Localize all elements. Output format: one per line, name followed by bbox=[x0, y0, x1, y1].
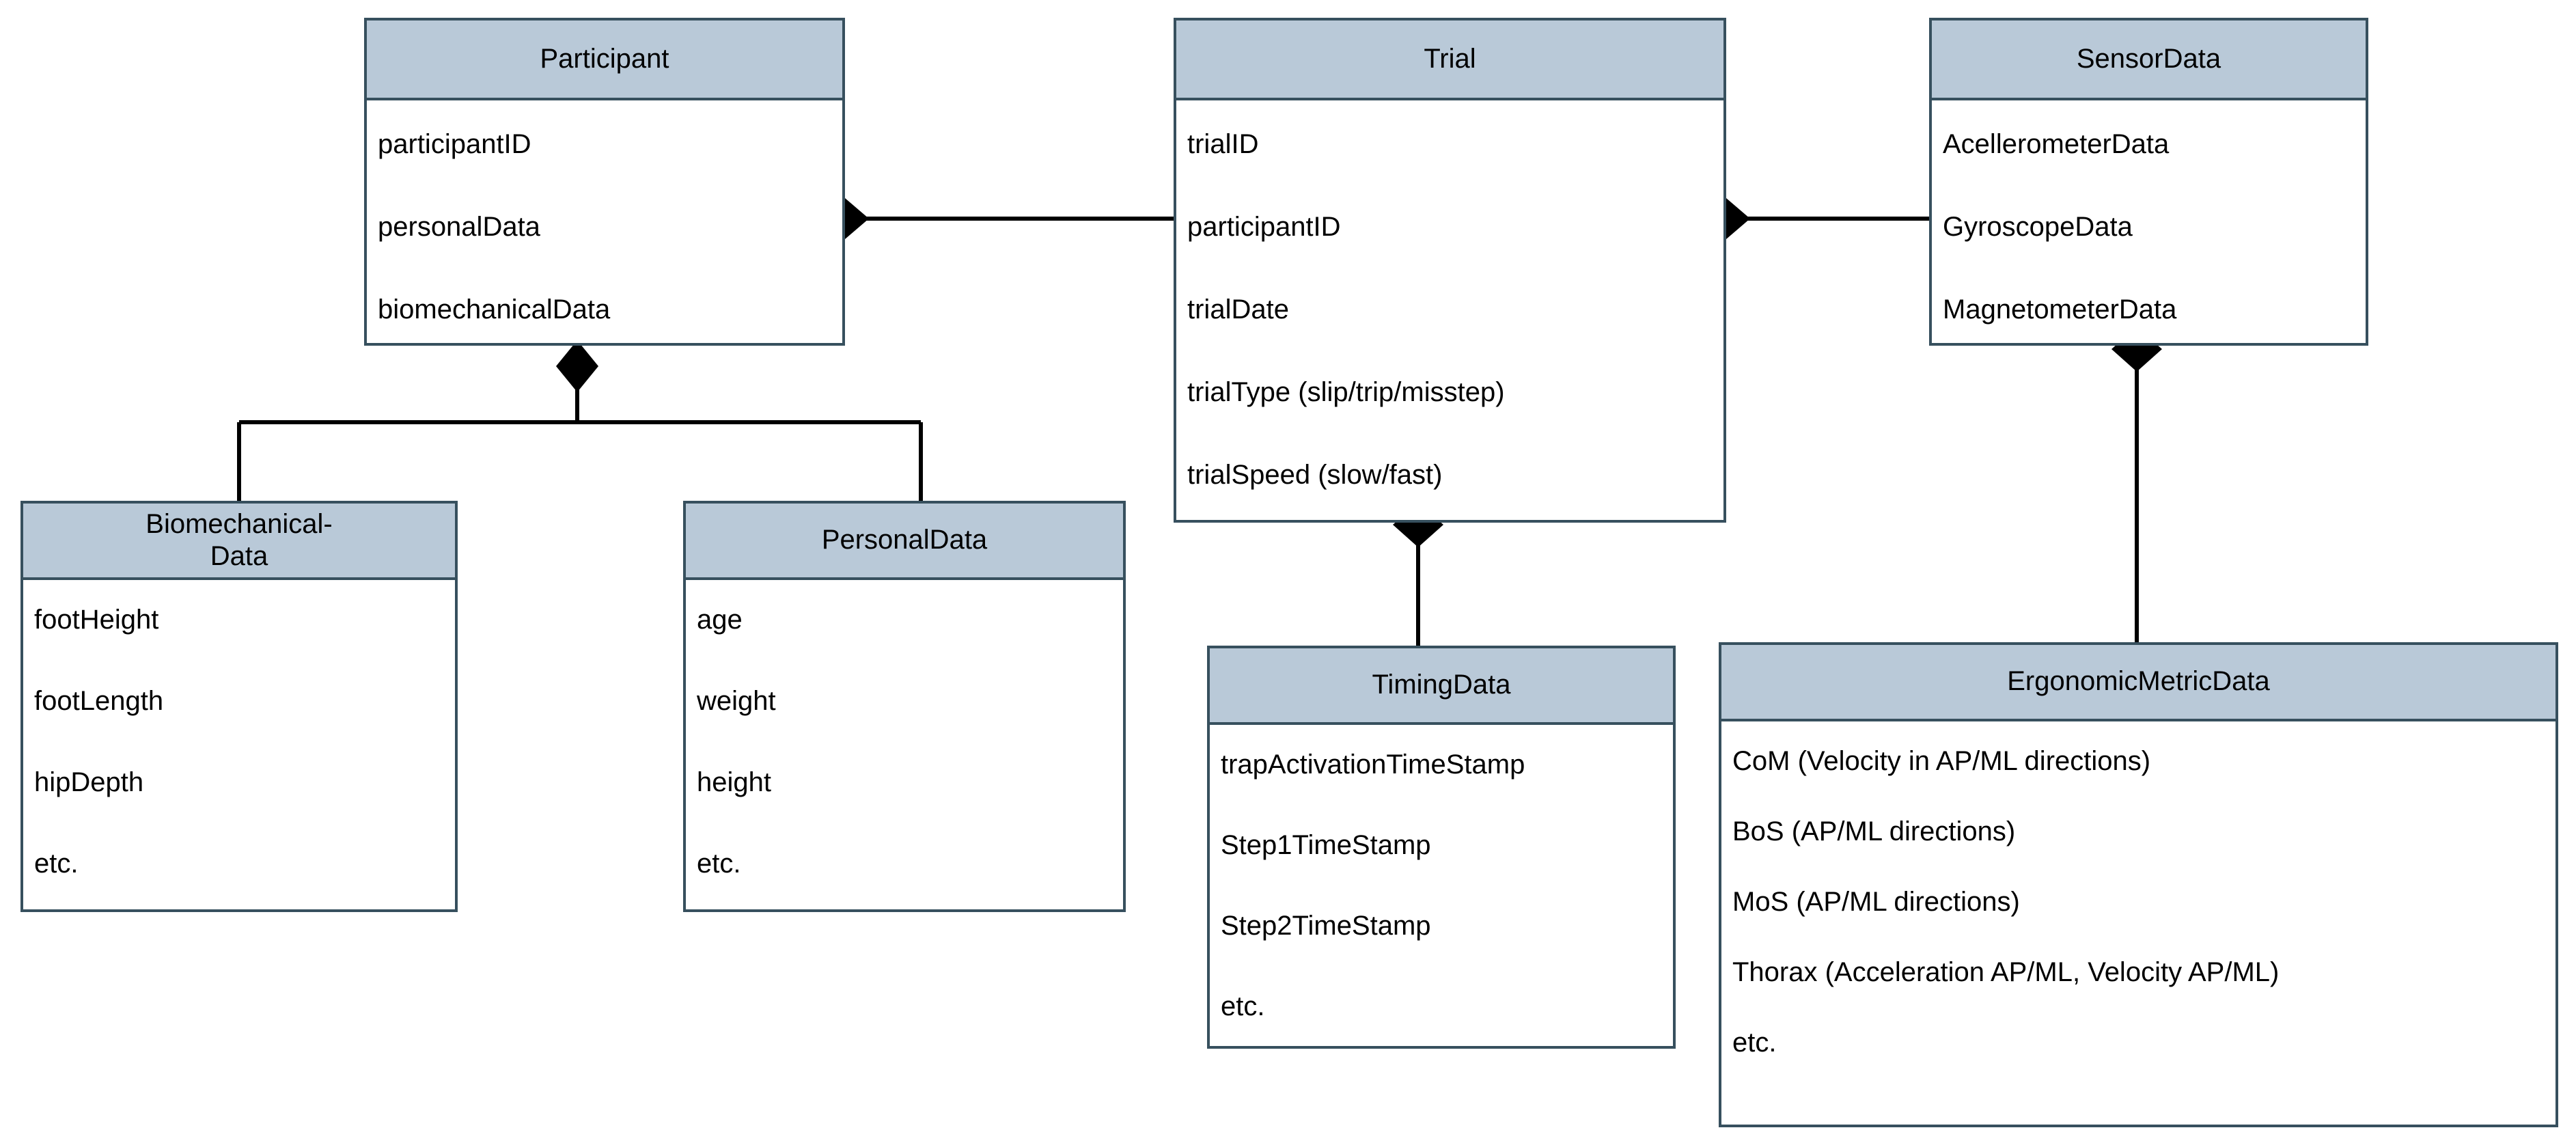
class-attributes-sensordata: AcellerometerData GyroscopeData Magnetom… bbox=[1932, 100, 2366, 343]
attribute-row: age bbox=[697, 605, 743, 635]
class-title-line: ErgonomicMetricData bbox=[2007, 666, 2270, 697]
edge-sensordata-ergonomicmetricdata bbox=[2111, 327, 2162, 642]
class-box-trial[interactable]: Trial trialID participantID trialDate tr… bbox=[1174, 18, 1726, 523]
composition-diamond-icon bbox=[556, 340, 598, 392]
attribute-row: biomechanicalData bbox=[378, 294, 611, 325]
class-box-timingdata[interactable]: TimingData trapActivationTimeStamp Step1… bbox=[1207, 646, 1676, 1049]
class-title-line: SensorData bbox=[2076, 43, 2221, 74]
class-attributes-trial: trialID participantID trialDate trialTyp… bbox=[1176, 100, 1723, 520]
attribute-row: etc. bbox=[1221, 991, 1265, 1021]
edge-trial-sensordata bbox=[1702, 198, 1929, 239]
class-title-timingdata: TimingData bbox=[1210, 648, 1673, 725]
attribute-row: participantID bbox=[1187, 212, 1341, 242]
attribute-row: MoS (AP/ML directions) bbox=[1732, 887, 2020, 917]
attribute-row: footHeight bbox=[34, 605, 159, 635]
attribute-row: trialSpeed (slow/fast) bbox=[1187, 460, 1443, 490]
class-attributes-participant: participantID personalData biomechanical… bbox=[367, 100, 842, 343]
attribute-row: height bbox=[697, 767, 771, 797]
attribute-row: CoM (Velocity in AP/ML directions) bbox=[1732, 746, 2151, 776]
class-box-participant[interactable]: Participant participantID personalData b… bbox=[364, 18, 845, 346]
attribute-row: AcellerometerData bbox=[1943, 129, 2170, 159]
class-box-personaldata[interactable]: PersonalData age weight height etc. bbox=[683, 501, 1126, 912]
class-title-line: TimingData bbox=[1372, 670, 1511, 700]
attribute-row: MagnetometerData bbox=[1943, 294, 2177, 325]
class-title-biomechanicaldata: Biomechanical- Data bbox=[23, 504, 455, 580]
attribute-row: participantID bbox=[378, 129, 531, 159]
class-box-ergonomicmetricdata[interactable]: ErgonomicMetricData CoM (Velocity in AP/… bbox=[1719, 642, 2558, 1127]
class-attributes-biomechanicaldata: footHeight footLength hipDepth etc. bbox=[23, 580, 455, 909]
attribute-row: trapActivationTimeStamp bbox=[1221, 749, 1525, 780]
attribute-row: Thorax (Acceleration AP/ML, Velocity AP/… bbox=[1732, 957, 2280, 987]
edge-participant-children bbox=[237, 340, 923, 501]
class-title-line: Data bbox=[210, 541, 268, 571]
class-title-line: Biomechanical- bbox=[146, 508, 333, 539]
edge-participant-trial bbox=[821, 198, 1174, 239]
attribute-row: weight bbox=[697, 686, 776, 716]
class-title-sensordata: SensorData bbox=[1932, 20, 2366, 100]
class-title-line: Trial bbox=[1424, 43, 1476, 74]
attribute-row: etc. bbox=[697, 849, 741, 879]
class-title-participant: Participant bbox=[367, 20, 842, 100]
attribute-row: hipDepth bbox=[34, 767, 144, 797]
edge-trial-timingdata bbox=[1393, 502, 1443, 646]
class-box-sensordata[interactable]: SensorData AcellerometerData GyroscopeDa… bbox=[1929, 18, 2368, 346]
attribute-row: GyroscopeData bbox=[1943, 212, 2133, 242]
attribute-row: trialType (slip/trip/misstep) bbox=[1187, 377, 1505, 407]
class-title-line: PersonalData bbox=[821, 525, 988, 555]
attribute-row: Step1TimeStamp bbox=[1221, 830, 1431, 860]
class-title-trial: Trial bbox=[1176, 20, 1723, 100]
attribute-row: etc. bbox=[1732, 1028, 1777, 1058]
attribute-row: personalData bbox=[378, 212, 540, 242]
attribute-row: trialDate bbox=[1187, 294, 1289, 325]
class-box-biomechanicaldata[interactable]: Biomechanical- Data footHeight footLengt… bbox=[20, 501, 458, 912]
attribute-row: BoS (AP/ML directions) bbox=[1732, 816, 2016, 846]
attribute-row: etc. bbox=[34, 849, 79, 879]
class-attributes-ergonomicmetricdata: CoM (Velocity in AP/ML directions) BoS (… bbox=[1721, 721, 2556, 1125]
attribute-row: Step2TimeStamp bbox=[1221, 911, 1431, 941]
attribute-row: footLength bbox=[34, 686, 164, 716]
class-attributes-personaldata: age weight height etc. bbox=[686, 580, 1123, 909]
class-title-line: Participant bbox=[540, 43, 669, 74]
attribute-row: trialID bbox=[1187, 129, 1259, 159]
class-title-ergonomicmetricdata: ErgonomicMetricData bbox=[1721, 645, 2556, 721]
class-title-personaldata: PersonalData bbox=[686, 504, 1123, 580]
class-attributes-timingdata: trapActivationTimeStamp Step1TimeStamp S… bbox=[1210, 725, 1673, 1046]
